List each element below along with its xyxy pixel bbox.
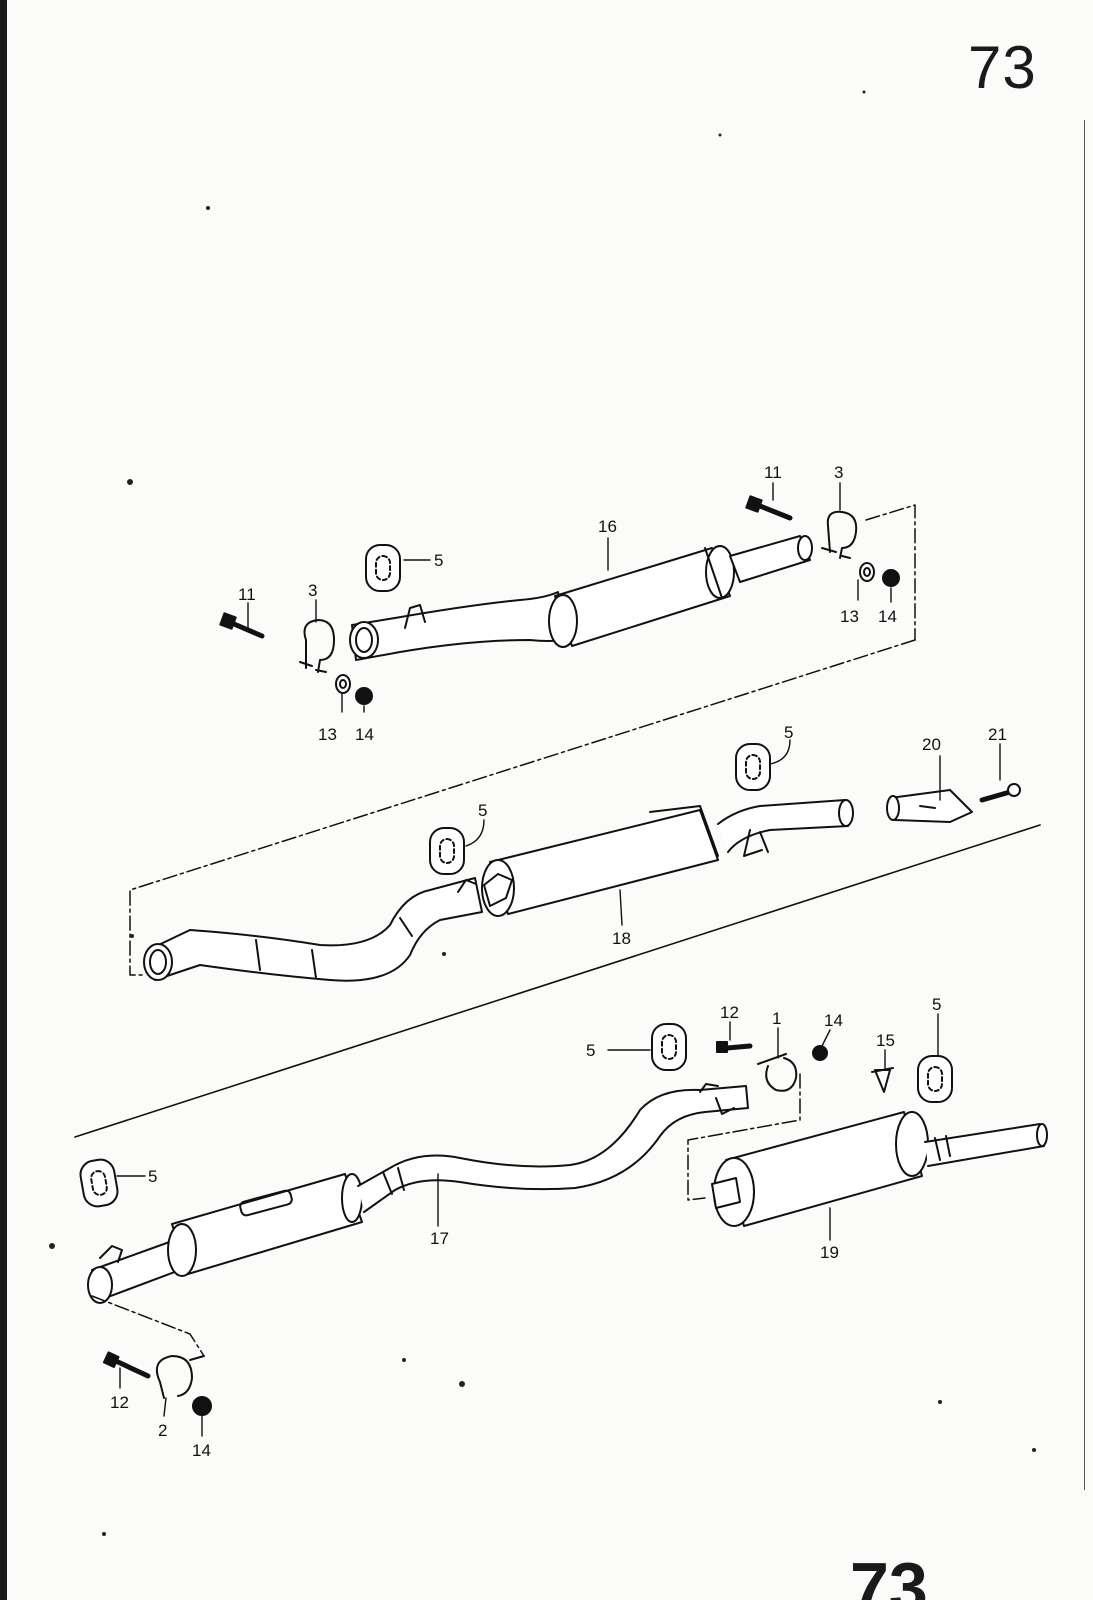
front-pipe-assembly-16	[349, 535, 813, 661]
bolt-11-left	[219, 612, 265, 639]
callout-5: 5	[148, 1167, 157, 1186]
right-margin-rule	[1084, 120, 1085, 1490]
callout-12: 12	[720, 1003, 739, 1022]
callout-3: 3	[834, 463, 843, 482]
rubber-mount-5-far-left	[79, 1158, 119, 1208]
binder-edge	[0, 0, 7, 1600]
callout-15: 15	[876, 1031, 895, 1050]
bolt-12-lower	[102, 1351, 151, 1379]
callout-20: 20	[922, 735, 941, 754]
callout-18: 18	[612, 929, 631, 948]
callout-14: 14	[878, 607, 897, 626]
callout-11: 11	[764, 463, 782, 482]
callout-5: 5	[784, 723, 793, 742]
callout-2: 2	[158, 1421, 167, 1440]
clip-15	[871, 1067, 894, 1093]
intermediate-pipe-assembly-18	[143, 799, 854, 982]
rubber-mount-5-lower-left	[651, 1023, 687, 1071]
nut-14-lower-right	[812, 1045, 828, 1061]
rear-pipe-assembly-17	[87, 1083, 749, 1304]
next-page-number-partial: 73	[850, 1552, 928, 1600]
rubber-mount-5-mid-right	[735, 743, 771, 791]
callout-labels: 11 3 5 16 11 3 13 14 13 14 5 20 21 5 18 …	[110, 463, 1007, 1460]
callout-5: 5	[478, 801, 487, 820]
leader-lines	[116, 482, 1001, 1437]
nut-14-left	[355, 687, 373, 705]
callout-21: 21	[988, 725, 1007, 744]
clamp-3-left	[299, 619, 335, 673]
scan-speckles	[49, 90, 1036, 1536]
nut-14-lower-left	[192, 1396, 212, 1416]
callout-11: 11	[238, 585, 256, 604]
callout-14: 14	[824, 1011, 843, 1030]
callout-19: 19	[820, 1243, 839, 1262]
callout-16: 16	[598, 517, 617, 536]
rear-silencer-19	[711, 1111, 1048, 1227]
bolt-12-upper	[716, 1041, 753, 1053]
bolt-11-right	[745, 495, 793, 521]
clamp-3-right	[821, 510, 858, 559]
assembly-connection-lines-upper	[129, 504, 916, 976]
tail-pipe-sleeve-20	[886, 789, 973, 823]
screw-21	[979, 783, 1021, 803]
rubber-mount-5-lower-right	[917, 1055, 953, 1103]
rubber-mount-5-mid-left	[429, 827, 465, 875]
callout-3: 3	[308, 581, 317, 600]
callout-5: 5	[586, 1041, 595, 1060]
callout-5: 5	[932, 995, 941, 1014]
washer-13-right	[859, 562, 875, 582]
callout-17: 17	[430, 1229, 449, 1248]
nut-14-right	[882, 569, 900, 587]
assembly-connection-lines-lower	[91, 1073, 801, 1357]
washer-13-left	[335, 674, 351, 694]
callout-13: 13	[318, 725, 337, 744]
callout-13: 13	[840, 607, 859, 626]
section-divider-line	[74, 824, 1041, 1138]
clamp-2	[156, 1355, 205, 1399]
clamp-1	[757, 1053, 798, 1092]
callout-14: 14	[355, 725, 374, 744]
callout-5: 5	[434, 551, 443, 570]
rubber-mount-5-top	[365, 544, 401, 592]
callout-14: 14	[192, 1441, 211, 1460]
page-number: 73	[968, 34, 1037, 101]
callout-12: 12	[110, 1393, 129, 1412]
callout-1: 1	[772, 1009, 781, 1028]
